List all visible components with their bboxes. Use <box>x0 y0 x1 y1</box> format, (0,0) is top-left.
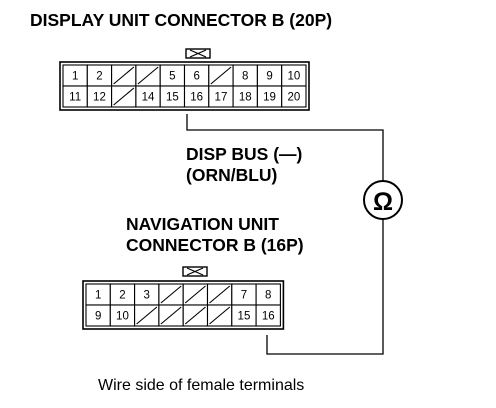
navigation-connector-unused-cavity-mark <box>136 306 158 325</box>
test-lead-wire-lower <box>266 219 384 355</box>
display-connector-pin-number: 14 <box>142 92 155 104</box>
display-connector-pin-cell <box>281 85 307 108</box>
navigation-unit-connector: 1 2 3 7 8 9 10 15 16 <box>82 266 285 330</box>
display-connector-pin-number: 6 <box>193 71 199 83</box>
display-connector-pin-number: 1 <box>72 71 78 83</box>
display-connector-unused-cavity-mark <box>210 66 232 85</box>
display-connector-pin-number: 2 <box>96 71 102 83</box>
navigation-connector-unused-cavity-mark <box>160 285 182 304</box>
test-lead-wire <box>186 114 384 181</box>
navigation-connector-unused-cavity-mark <box>184 285 206 304</box>
navigation-connector-pin-number: 15 <box>238 311 251 323</box>
navigation-connector-title-line1: NAVIGATION UNIT <box>126 214 279 234</box>
display-connector-pin-number: 12 <box>93 92 106 104</box>
navigation-connector-unused-cavity-mark <box>184 306 206 325</box>
navigation-connector-pin-number: 10 <box>116 311 129 323</box>
ohm-symbol: Ω <box>373 188 393 216</box>
navigation-connector-pin-number: 9 <box>95 311 101 323</box>
navigation-connector-pin-cell <box>255 304 281 327</box>
navigation-connector-unused-cavity-mark <box>209 285 231 304</box>
display-connector-pin-number: 16 <box>190 92 203 104</box>
display-connector-unused-cavity-mark <box>113 66 135 85</box>
display-connector-title: DISPLAY UNIT CONNECTOR B (20P) <box>30 10 332 30</box>
wire-label-color: (ORN/BLU) <box>186 165 277 185</box>
navigation-connector-pin-number: 16 <box>262 311 275 323</box>
display-connector-pin-number: 17 <box>215 92 228 104</box>
navigation-connector-pin-grid: 1 2 3 7 8 9 10 15 16 <box>82 280 285 330</box>
navigation-connector-pin-number: 3 <box>144 290 150 302</box>
navigation-connector-pin-number: 1 <box>95 290 101 302</box>
navigation-connector-pin-number: 7 <box>241 290 247 302</box>
display-connector-pin-number: 9 <box>266 71 272 83</box>
navigation-connector-unused-cavity-mark <box>160 306 182 325</box>
navigation-connector-title-line2: CONNECTOR B (16P) <box>126 235 304 255</box>
display-connector-unused-cavity-mark <box>113 87 135 106</box>
wire-label-signal: DISP BUS (—) <box>186 144 302 164</box>
navigation-connector-pin-number: 2 <box>119 290 125 302</box>
display-connector-pin-number: 20 <box>287 92 300 104</box>
display-connector-pin-number: 18 <box>239 92 252 104</box>
display-connector-pin-number: 19 <box>263 92 276 104</box>
footer-note: Wire side of female terminals <box>98 377 304 394</box>
navigation-connector-pin-number: 8 <box>265 290 271 302</box>
display-connector-pin-number: 11 <box>69 92 81 104</box>
navigation-connector-unused-cavity-mark <box>209 306 231 325</box>
display-connector-pin-number: 5 <box>169 71 175 83</box>
display-connector-pin-number: 10 <box>287 71 300 83</box>
display-connector-pin-number: 15 <box>166 92 179 104</box>
display-connector-pin-number: 8 <box>242 71 248 83</box>
ohmmeter-icon: Ω <box>363 180 403 220</box>
display-connector-unused-cavity-mark <box>137 66 159 85</box>
